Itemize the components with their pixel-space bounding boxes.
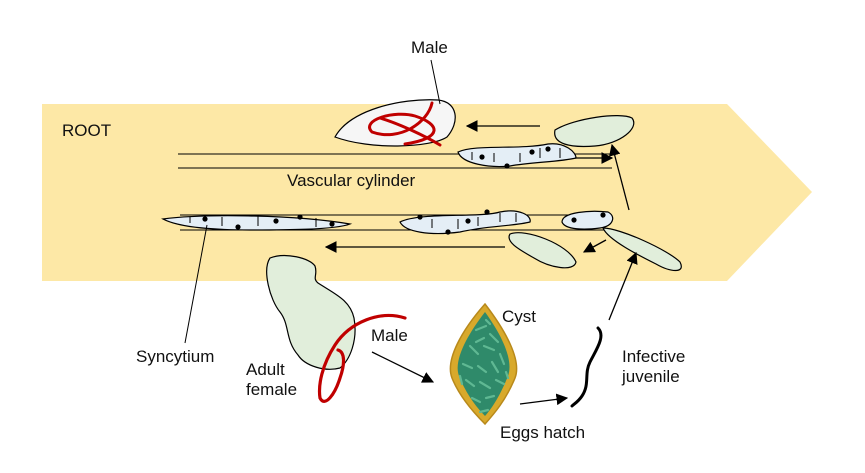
syncytium-pointer-line xyxy=(184,224,208,344)
arrow-to-cyst xyxy=(371,351,435,383)
cyst xyxy=(449,302,518,426)
juvenile-penetrating xyxy=(602,227,682,272)
syncytium-lower-right xyxy=(561,210,614,230)
infective-juvenile-worm xyxy=(570,326,603,408)
label-root: ROOT xyxy=(62,121,112,140)
cyst-eggs-pattern xyxy=(458,318,510,414)
cycle-arrows xyxy=(324,120,638,406)
label-eggs-hatch: Eggs hatch xyxy=(500,423,586,442)
adult-female-with-male xyxy=(266,254,407,403)
label-vascular-cylinder: Vascular cylinder xyxy=(287,171,416,190)
label-male-bottom: Male xyxy=(371,326,408,345)
juvenile-top-right xyxy=(554,115,635,148)
juvenile-lower-middle xyxy=(508,232,577,269)
label-male-top: Male xyxy=(411,38,448,57)
label-cyst: Cyst xyxy=(502,307,536,326)
male-pointer-line xyxy=(430,59,441,105)
arrow-to-juvenile xyxy=(582,239,607,253)
label-adult-female: Adult female xyxy=(246,360,298,399)
male-in-root xyxy=(334,99,456,147)
arrow-migrate-up xyxy=(609,143,630,211)
label-syncytium: Syncytium xyxy=(136,347,215,366)
arrow-enter-root xyxy=(608,251,638,321)
label-infective-juvenile: Infective juvenile xyxy=(622,347,686,386)
syncytium-lower-left xyxy=(161,214,353,231)
syncytium-lower-middle xyxy=(399,209,531,235)
arrow-eggs-hatch xyxy=(519,393,569,406)
